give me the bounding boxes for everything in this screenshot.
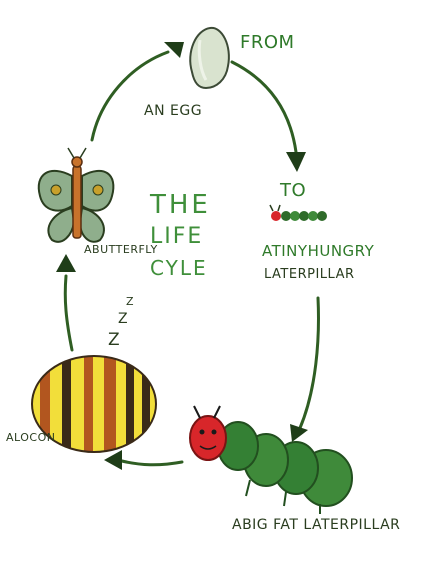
arrowhead-to-egg (164, 42, 184, 58)
arrowhead-to-big (290, 424, 308, 442)
arrow-tiny-to-big (298, 296, 320, 430)
big-caterpillar-illustration (189, 405, 353, 514)
cocoon-illustration (31, 355, 157, 453)
egg-label: AN EGG (144, 103, 203, 119)
arrow-egg-to-tiny (230, 60, 298, 154)
sleep-mark-2: Z (118, 311, 129, 327)
arrowhead-to-cocoon (104, 450, 122, 470)
title-line-3: CYLE (150, 256, 208, 280)
arrow-big-to-cocoon (116, 458, 184, 467)
cocoon-label: ALOCON (6, 431, 56, 444)
arrow-heads (56, 42, 308, 470)
title-line-1: THE (150, 190, 211, 220)
tiny-caterpillar-label-line-1: ATINYHUNGRY (262, 242, 375, 260)
cycle-arrows (63, 50, 320, 467)
butterfly-illustration (37, 147, 115, 243)
tiny-caterpillar-label-line-2: LATERPILLAR (264, 267, 355, 282)
egg-illustration (189, 26, 230, 90)
butterfly-label: ABUTTERFLY (84, 243, 158, 256)
from-label: FROM (240, 32, 295, 53)
sleep-mark-3: Z (108, 330, 121, 350)
to-label: TO (280, 180, 307, 201)
sleep-mark-1: Z (126, 295, 135, 308)
arrow-cocoon-to-butterfly (63, 274, 74, 352)
big-caterpillar-label: ABIG FAT LATERPILLAR (232, 517, 401, 533)
arrowhead-to-tiny (286, 152, 306, 172)
arrowhead-to-butterfly (56, 254, 76, 272)
title-line-2: LIFE (150, 224, 204, 249)
arrow-butterfly-to-egg (90, 50, 170, 142)
tiny-caterpillar-illustration (269, 204, 327, 221)
